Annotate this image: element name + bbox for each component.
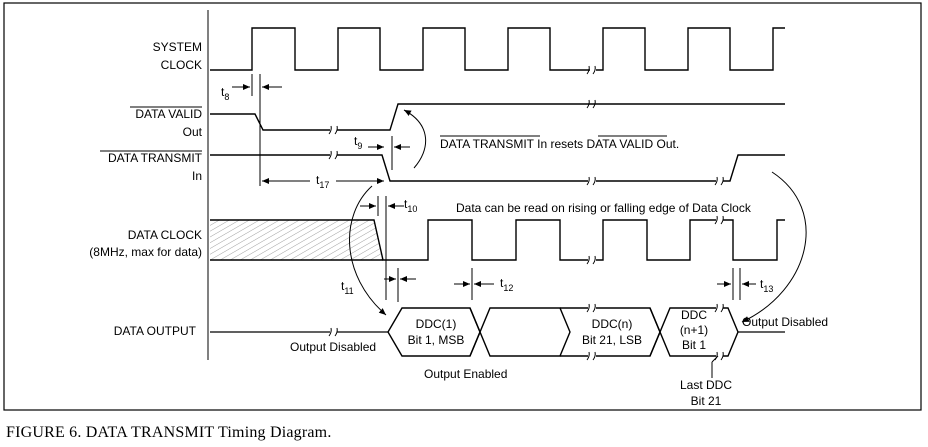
t9-label: t9 bbox=[354, 134, 362, 151]
ddcn1-line2: (n+1) bbox=[680, 323, 708, 337]
break-mark bbox=[328, 99, 596, 135]
data-cell-ddcn1 bbox=[649, 307, 716, 357]
break-mark bbox=[586, 65, 596, 75]
system-clock-wave bbox=[210, 27, 590, 71]
t17-label: t17 bbox=[316, 173, 329, 190]
break-mark bbox=[328, 150, 724, 186]
data-transmit-wave-2 bbox=[337, 154, 588, 182]
system-clock-wave-2 bbox=[596, 27, 785, 71]
ddcn1-line3: Bit 1 bbox=[682, 338, 706, 352]
break-mark bbox=[586, 215, 724, 265]
last-ddc-line2: Bit 21 bbox=[691, 394, 722, 408]
system-clock-label-2: CLOCK bbox=[161, 58, 202, 72]
data-output-label: DATA OUTPUT bbox=[114, 324, 197, 338]
reset-note: DATA TRANSMIT In resets DATA VALID Out. bbox=[440, 137, 679, 151]
read-note: Data can be read on rising or falling ed… bbox=[456, 201, 752, 215]
data-valid-label-2: Out bbox=[183, 125, 203, 139]
data-valid-label-1: DATA VALID bbox=[135, 107, 202, 121]
ddcn-line1: DDC(n) bbox=[592, 317, 633, 331]
data-valid-wave bbox=[210, 113, 330, 131]
diagram-border bbox=[3, 2, 922, 411]
data-clock-wave bbox=[210, 219, 588, 261]
data-clock-hatch bbox=[210, 220, 383, 260]
data-clock-wave-3 bbox=[723, 219, 785, 261]
data-cell-ddcn bbox=[596, 307, 661, 357]
t13-label: t13 bbox=[760, 277, 773, 294]
ddc1-line2: Bit 1, MSB bbox=[408, 333, 465, 347]
break-mark bbox=[328, 327, 338, 337]
data-cell-middle bbox=[469, 307, 571, 357]
t12-label: t12 bbox=[500, 276, 513, 293]
output-disabled-left: Output Disabled bbox=[290, 340, 376, 354]
reset-curve-arrow bbox=[403, 109, 427, 169]
break-mark bbox=[586, 303, 724, 361]
data-clock-wave-2 bbox=[596, 219, 716, 261]
ddcn1-line1: DDC bbox=[681, 308, 707, 322]
data-transmit-wave-4 bbox=[723, 154, 785, 182]
data-valid-wave-2 bbox=[337, 103, 785, 131]
t11-label: t11 bbox=[341, 279, 354, 296]
data-clock-label-2: (8MHz, max for data) bbox=[89, 245, 202, 259]
data-cell-ddc1 bbox=[387, 307, 481, 357]
output-disabled-right: Output Disabled bbox=[742, 315, 828, 329]
ddcn-line2: Bit 21, LSB bbox=[582, 333, 642, 347]
t10-label: t10 bbox=[404, 197, 417, 214]
system-clock-label-1: SYSTEM bbox=[153, 40, 202, 54]
last-ddc-line1: Last DDC bbox=[680, 378, 732, 392]
figure-caption: FIGURE 6. DATA TRANSMIT Timing Diagram. bbox=[6, 424, 332, 441]
data-transmit-label-1: DATA TRANSMIT bbox=[108, 151, 203, 165]
data-clock-label-1: DATA CLOCK bbox=[128, 228, 202, 242]
t13-curve-arrow bbox=[741, 171, 807, 323]
output-enabled: Output Enabled bbox=[424, 367, 507, 381]
data-transmit-label-2: In bbox=[192, 169, 202, 183]
t11-curve-arrow bbox=[349, 185, 387, 316]
data-cell-ddcn1-end bbox=[723, 307, 739, 357]
t8-label: t8 bbox=[221, 85, 229, 102]
last-ddc-pointer-tick bbox=[711, 355, 719, 363]
ddc1-line1: DDC(1) bbox=[416, 317, 457, 331]
